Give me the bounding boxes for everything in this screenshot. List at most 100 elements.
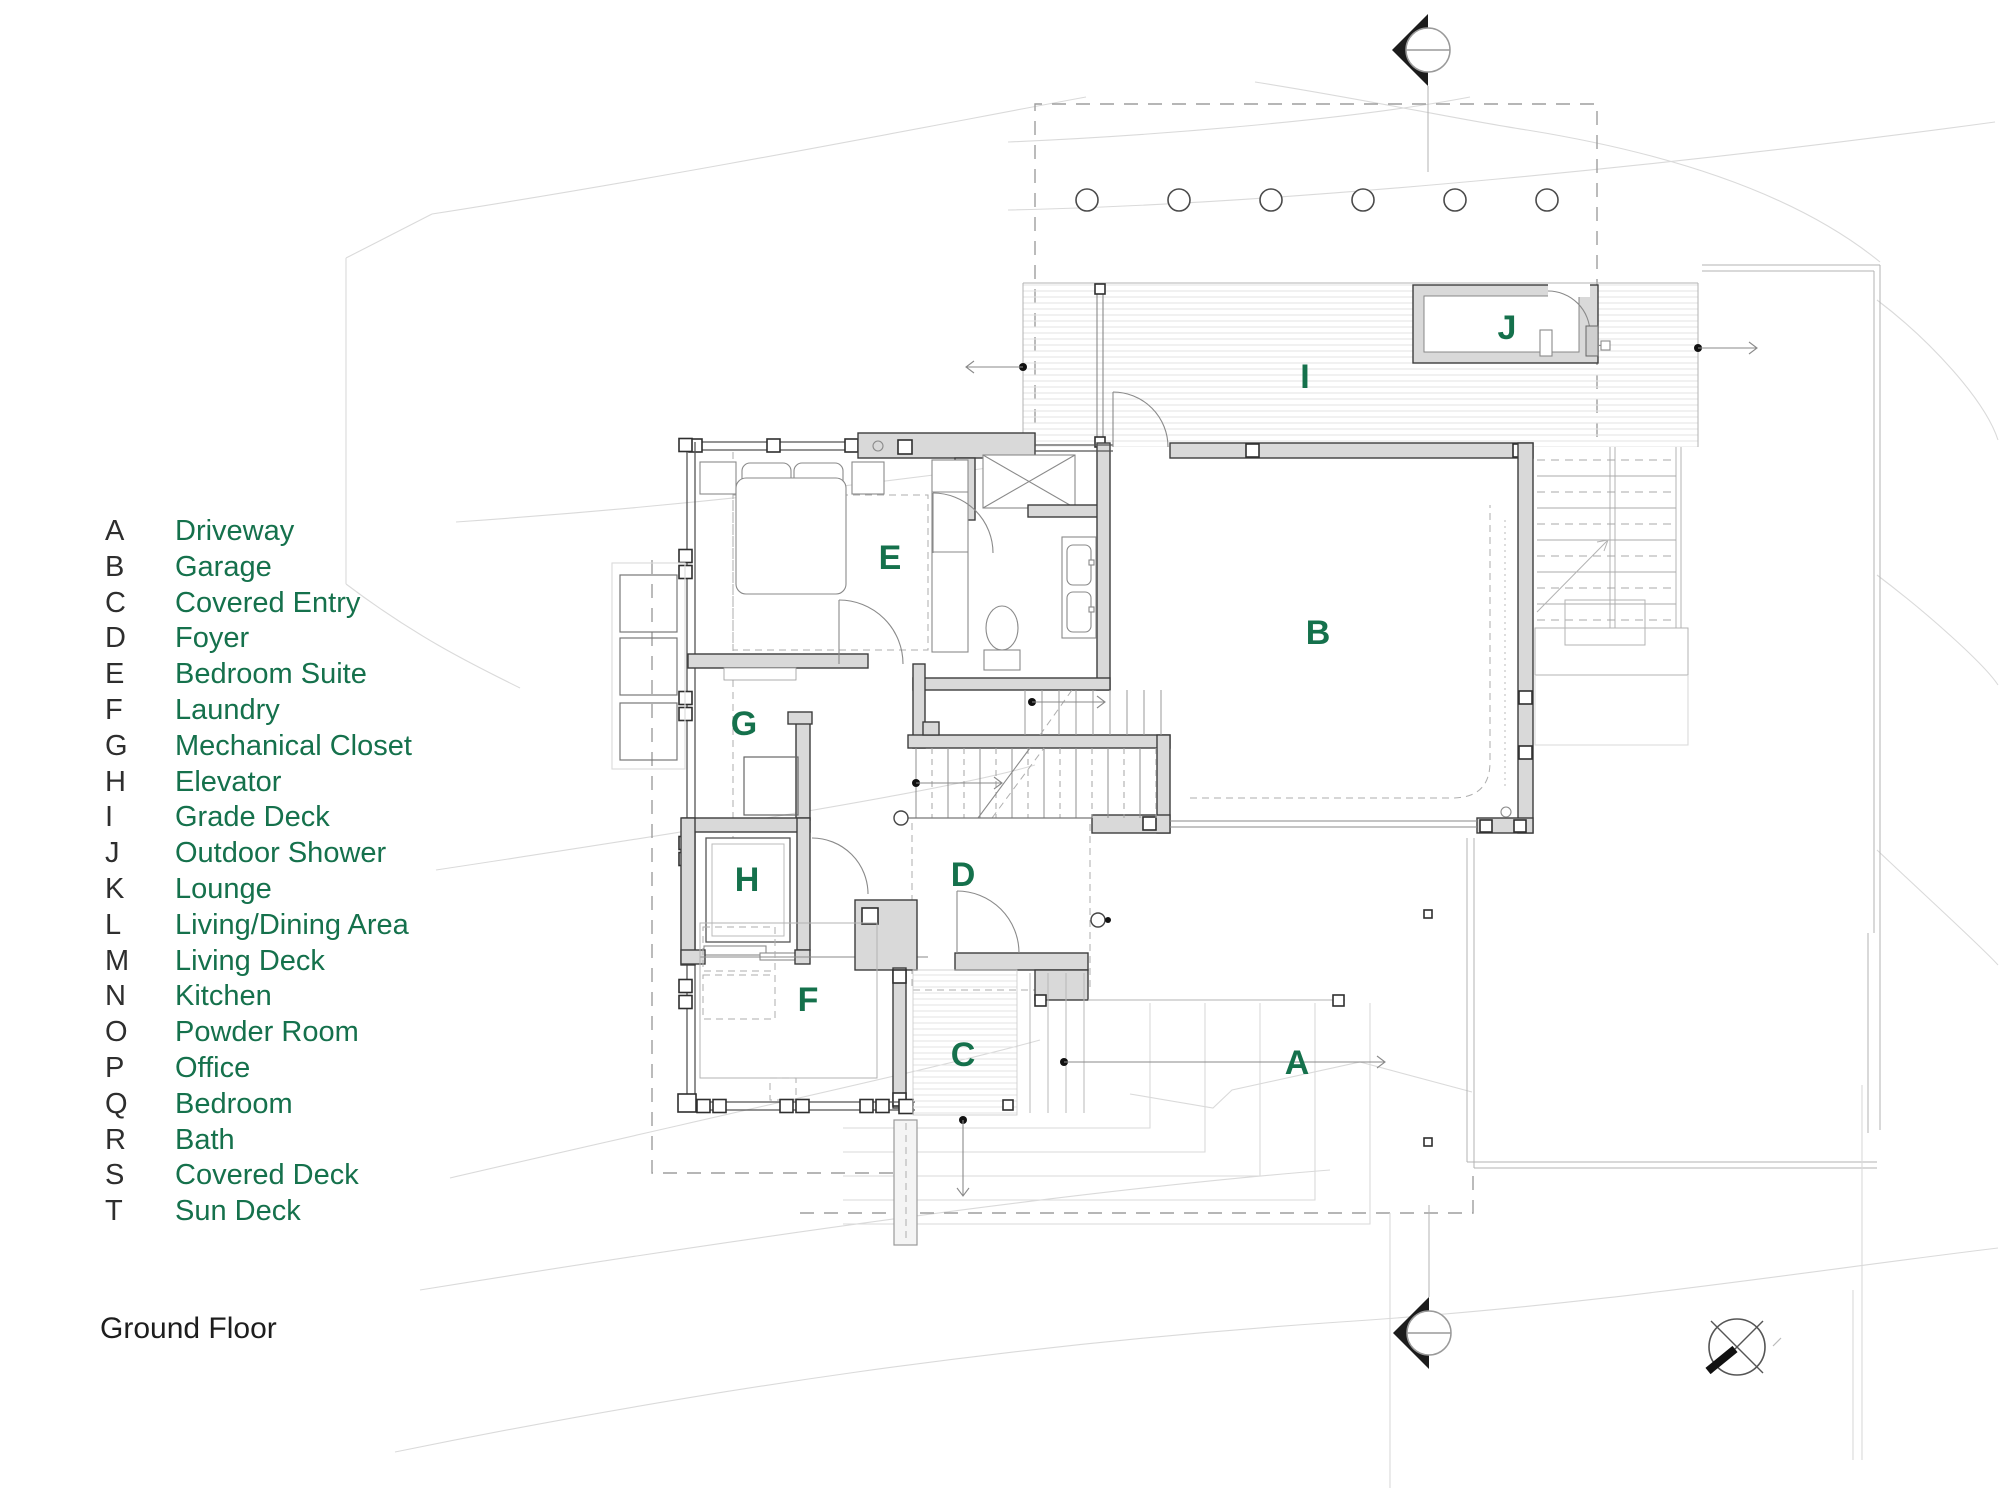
- legend-row: I Grade Deck: [105, 800, 412, 836]
- room-label-C: C: [951, 1036, 976, 1074]
- legend-key: I: [105, 801, 114, 834]
- legend-label: Garage: [175, 550, 272, 583]
- legend-row: D Foyer: [105, 621, 412, 657]
- legend-key: C: [105, 586, 126, 619]
- room-label-I: I: [1300, 358, 1309, 396]
- outdoor-stair: [1534, 447, 1689, 746]
- legend-row: T Sun Deck: [105, 1194, 412, 1230]
- legend-label: Powder Room: [175, 1016, 359, 1049]
- linen-closet: [982, 454, 1076, 509]
- legend-label: Sun Deck: [175, 1195, 301, 1228]
- legend-label: Covered Deck: [175, 1159, 359, 1192]
- legend-key: S: [105, 1159, 125, 1192]
- toilet: [983, 605, 1021, 671]
- legend-row: C Covered Entry: [105, 586, 412, 622]
- elevator: [680, 817, 928, 966]
- legend-label: Covered Entry: [175, 586, 361, 619]
- covered-entry: [843, 969, 1386, 1246]
- legend-key: Q: [105, 1087, 128, 1120]
- legend-row: L Living/Dining Area: [105, 908, 412, 944]
- room-label-E: E: [879, 539, 902, 577]
- legend-label: Bedroom Suite: [175, 658, 367, 691]
- section-marker-bottom: [1393, 1205, 1452, 1369]
- legend-key: G: [105, 729, 128, 762]
- legend-label: Bath: [175, 1123, 235, 1156]
- garage: [1169, 442, 1534, 834]
- legend-label: Living Deck: [175, 944, 325, 977]
- legend-row: P Office: [105, 1051, 412, 1087]
- legend-key: D: [105, 622, 126, 655]
- south-window-wall: [677, 1093, 915, 1115]
- legend-label: Office: [175, 1051, 251, 1084]
- legend-key: T: [105, 1195, 123, 1228]
- legend-label: Bedroom: [175, 1087, 293, 1120]
- bed: [699, 461, 885, 595]
- legend-key: K: [105, 872, 125, 905]
- legend-label: Laundry: [175, 693, 280, 726]
- legend-label: Kitchen: [175, 980, 272, 1013]
- legend-row: K Lounge: [105, 872, 412, 908]
- room-label-F: F: [798, 981, 819, 1019]
- site-contour-lines: [345, 81, 1999, 1453]
- legend-label: Living/Dining Area: [175, 908, 409, 941]
- bedroom-suite: [678, 432, 1036, 1112]
- legend-key: L: [105, 908, 122, 941]
- legend-key: P: [105, 1051, 125, 1084]
- legend-row: B Garage: [105, 550, 412, 586]
- room-label-D: D: [951, 856, 976, 894]
- legend-key: F: [105, 693, 123, 726]
- legend-key: R: [105, 1123, 126, 1156]
- outdoor-shower: [1412, 284, 1611, 364]
- foyer-entry: [954, 890, 1345, 1007]
- west-wall-columns: [678, 437, 693, 1112]
- grade-deck: [965, 282, 1758, 448]
- room-label-B: B: [1306, 614, 1331, 652]
- legend-row: S Covered Deck: [105, 1158, 412, 1194]
- retaining-pier: [893, 1119, 918, 1246]
- legend-label: Driveway: [175, 515, 295, 547]
- footing-circles: [1075, 188, 1559, 212]
- shower-head-icon: [1598, 340, 1611, 351]
- legend-row: G Mechanical Closet: [105, 729, 412, 765]
- legend-key: E: [105, 658, 125, 691]
- room-labels: A B C D E F G H I J: [731, 309, 1517, 1082]
- legend-label: Mechanical Closet: [175, 729, 412, 762]
- legend-key: H: [105, 765, 126, 798]
- suite-bathroom: [912, 391, 1169, 749]
- room-label-G: G: [731, 705, 757, 743]
- north-arrow-icon: [1705, 1318, 1782, 1376]
- legend-row: Q Bedroom: [105, 1087, 412, 1123]
- legend-key: J: [105, 837, 120, 870]
- legend-row: R Bath: [105, 1123, 412, 1159]
- legend-key: O: [105, 1016, 128, 1049]
- legend-row: E Bedroom Suite: [105, 657, 412, 693]
- legend-row: H Elevator: [105, 765, 412, 801]
- mechanical-closet: [743, 711, 813, 821]
- legend-row: N Kitchen: [105, 979, 412, 1015]
- legend-label: Grade Deck: [175, 801, 330, 834]
- section-marker-top: [1392, 14, 1451, 172]
- legend-row: M Living Deck: [105, 944, 412, 980]
- planter-boxes: [611, 562, 686, 770]
- room-label-A: A: [1285, 1044, 1310, 1082]
- interior-stair: [893, 689, 1171, 928]
- legend-row: O Powder Room: [105, 1015, 412, 1051]
- legend-key: N: [105, 980, 126, 1013]
- legend-row: F Laundry: [105, 693, 412, 729]
- legend-key: B: [105, 550, 125, 583]
- floor-title: Ground Floor: [100, 1312, 277, 1345]
- driveway-walls: [1389, 264, 1881, 1488]
- legend-label: Elevator: [175, 765, 282, 798]
- room-label-H: H: [735, 861, 760, 899]
- entry-terrace-steps: [843, 1003, 1371, 1225]
- legend-label: Lounge: [175, 872, 272, 905]
- legend-key: M: [105, 944, 130, 977]
- room-label-J: J: [1498, 309, 1517, 347]
- legend-label: Foyer: [175, 622, 250, 655]
